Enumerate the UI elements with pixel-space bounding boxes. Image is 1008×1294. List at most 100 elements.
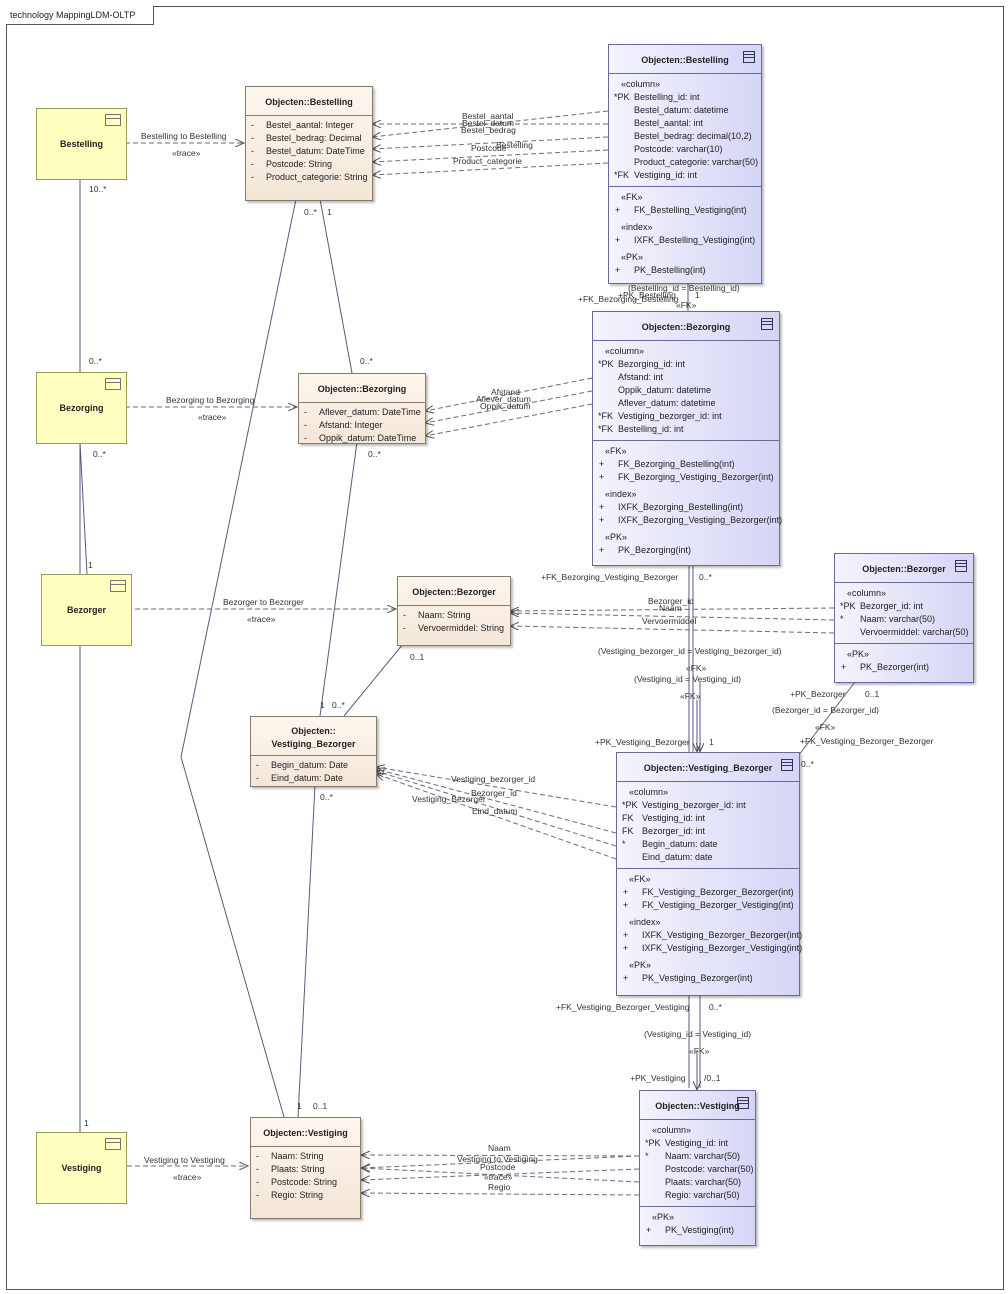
concept-bestelling[interactable]: Bestelling (36, 108, 127, 180)
multiplicity: 0..* (320, 792, 333, 802)
concept-bezorger[interactable]: Bezorger (41, 574, 132, 646)
stereotype-label: «FK» (621, 192, 643, 202)
multiplicity: 0..1 (865, 689, 880, 699)
class-attribute: -Oppik_datum: DateTime (304, 433, 417, 443)
mapping-label: Oppik_datum (480, 401, 531, 411)
diagram-frame (6, 6, 1004, 1290)
table-operation: +FK_Vestiging_Bezorger_Bezorger(int) (623, 887, 794, 897)
class-bezorging[interactable]: Objecten::Bezorging -Aflever_datum: Date… (298, 373, 426, 444)
multiplicity: 0..1 (410, 652, 425, 662)
table-operation: +PK_Vestiging_Bezorger(int) (623, 973, 753, 983)
multiplicity: 0..* (709, 1002, 722, 1012)
concept-bezorging[interactable]: Bezorging (36, 372, 127, 444)
class-attribute: -Postcode: String (251, 159, 333, 169)
table-title: Objecten::Vestiging_Bezorger (643, 763, 773, 773)
mapping-label: Bezorger_id (471, 788, 517, 798)
fk-role: +FK_Bezorging_Vestiging_Bezorger (541, 572, 679, 582)
table-operation: +FK_Bezorging_Bestelling(int) (599, 459, 735, 469)
trace-label: Bestelling to Bestelling (141, 131, 227, 141)
stereotype-label: «column» (621, 79, 661, 89)
mapping-label: Naam (488, 1143, 511, 1153)
mapping-label: Aflever_datum (476, 394, 531, 404)
table-column: Vervoermiddel: varchar(50) (860, 627, 969, 637)
trace-stereotype: «trace» (172, 148, 201, 158)
concept-title: Vestiging (61, 1163, 102, 1173)
trace-stereotype: «trace» (173, 1172, 202, 1182)
concept-vestiging[interactable]: Vestiging (36, 1132, 127, 1204)
stereotype-label: «FK» (629, 874, 651, 884)
multiplicity: 1 (297, 1101, 302, 1111)
stereotype-label: «PK» (605, 532, 628, 542)
table-icon (781, 759, 793, 771)
table-title: Objecten::Bezorger (862, 564, 946, 574)
class-icon (105, 378, 121, 390)
fk-role: +FK_Vestiging_Bezorger_Vestiging (556, 1002, 690, 1012)
class-title: Objecten::Bestelling (246, 87, 372, 116)
class-icon (110, 580, 126, 592)
class-icon (105, 114, 121, 126)
fk-role: +PK_Bezorger (790, 689, 846, 699)
trace-label: Bezorger to Bezorger (223, 597, 304, 607)
mapping-label: Vervoermiddel (642, 616, 697, 626)
table-vestiging-bezorger[interactable]: Objecten::Vestiging_Bezorger «column» *P… (616, 752, 803, 996)
stereotype-label: «column» (605, 346, 645, 356)
table-column: Bestel_bedrag: decimal(10,2) (634, 131, 752, 141)
class-vestiging-bezorger[interactable]: Objecten:: Vestiging_Bezorger -Begin_dat… (250, 716, 377, 787)
fk-stereotype: «FK» (689, 1046, 710, 1056)
concept-title: Bestelling (59, 139, 103, 149)
class-attribute: -Aflever_datum: DateTime (304, 407, 421, 417)
stereotype-label: «index» (605, 489, 637, 499)
fk-condition: (Vestiging_id = Vestiging_id) (644, 1029, 752, 1039)
trace-label: Bezorging to Bezorging (166, 395, 255, 405)
class-attribute: -Begin_datum: Date (256, 760, 349, 770)
class-attribute: -Product_categorie: String (251, 172, 368, 182)
table-column: Oppik_datum: datetime (618, 385, 712, 395)
table-operation: +PK_Bezorging(int) (599, 545, 692, 555)
table-operation: +IXFK_Vestiging_Bezorger_Bezorger(int) (623, 930, 803, 940)
class-attribute: -Bestel_aantal: Integer (251, 120, 354, 130)
mapping-label: Product_categorie (453, 156, 522, 166)
multiplicity: 0..* (89, 356, 102, 366)
stereotype-label: «index» (621, 222, 653, 232)
trace-stereotype: «trace» (247, 614, 276, 624)
class-title: Objecten::Vestiging (251, 1118, 360, 1147)
table-operation: +IXFK_Vestiging_Bezorger_Vestiging(int) (623, 943, 803, 953)
mapping-label: «trace» (484, 1172, 513, 1182)
table-column: *Begin_datum: date (622, 839, 718, 849)
class-bezorger[interactable]: Objecten::Bezorger -Naam: String -Vervoe… (397, 576, 511, 646)
fk-condition: (Bezorger_id = Bezorger_id) (772, 705, 880, 715)
class-vestiging[interactable]: Objecten::Vestiging -Naam: String -Plaat… (250, 1117, 361, 1219)
fk-condition: (Vestiging_id = Vestiging_id) (634, 674, 742, 684)
multiplicity: /0..1 (704, 1073, 721, 1083)
multiplicity: 1 (327, 207, 332, 217)
class-attribute: -Plaats: String (256, 1164, 325, 1174)
stereotype-label: «PK» (847, 649, 870, 659)
table-column: Bestel_aantal: int (634, 118, 704, 128)
table-icon (761, 318, 773, 330)
table-operation: +PK_Vestiging(int) (646, 1225, 735, 1235)
multiplicity: 0..* (304, 207, 317, 217)
fk-stereotype: «FK» (686, 663, 707, 673)
table-column: Product_categorie: varchar(50) (634, 157, 759, 167)
class-title: Objecten::Bezorger (398, 577, 510, 606)
class-attribute: -Bestel_datum: DateTime (251, 146, 365, 156)
table-operation: +FK_Bezorging_Vestiging_Bezorger(int) (599, 472, 774, 482)
mapping-label: Bestel_bedrag (461, 125, 516, 135)
multiplicity: 0..* (360, 356, 373, 366)
class-bestelling[interactable]: Objecten::Bestelling -Bestel_aantal: Int… (245, 86, 373, 201)
mapping-label: Bezorger_id (648, 596, 694, 606)
table-column: Postcode: varchar(50) (665, 1164, 754, 1174)
multiplicity: 0..1 (313, 1101, 328, 1111)
multiplicity: 10..* (89, 184, 107, 194)
table-operation: +FK_Vestiging_Bezorger_Vestiging(int) (623, 900, 794, 910)
table-operation: +IXFK_Bestelling_Vestiging(int) (615, 235, 756, 245)
